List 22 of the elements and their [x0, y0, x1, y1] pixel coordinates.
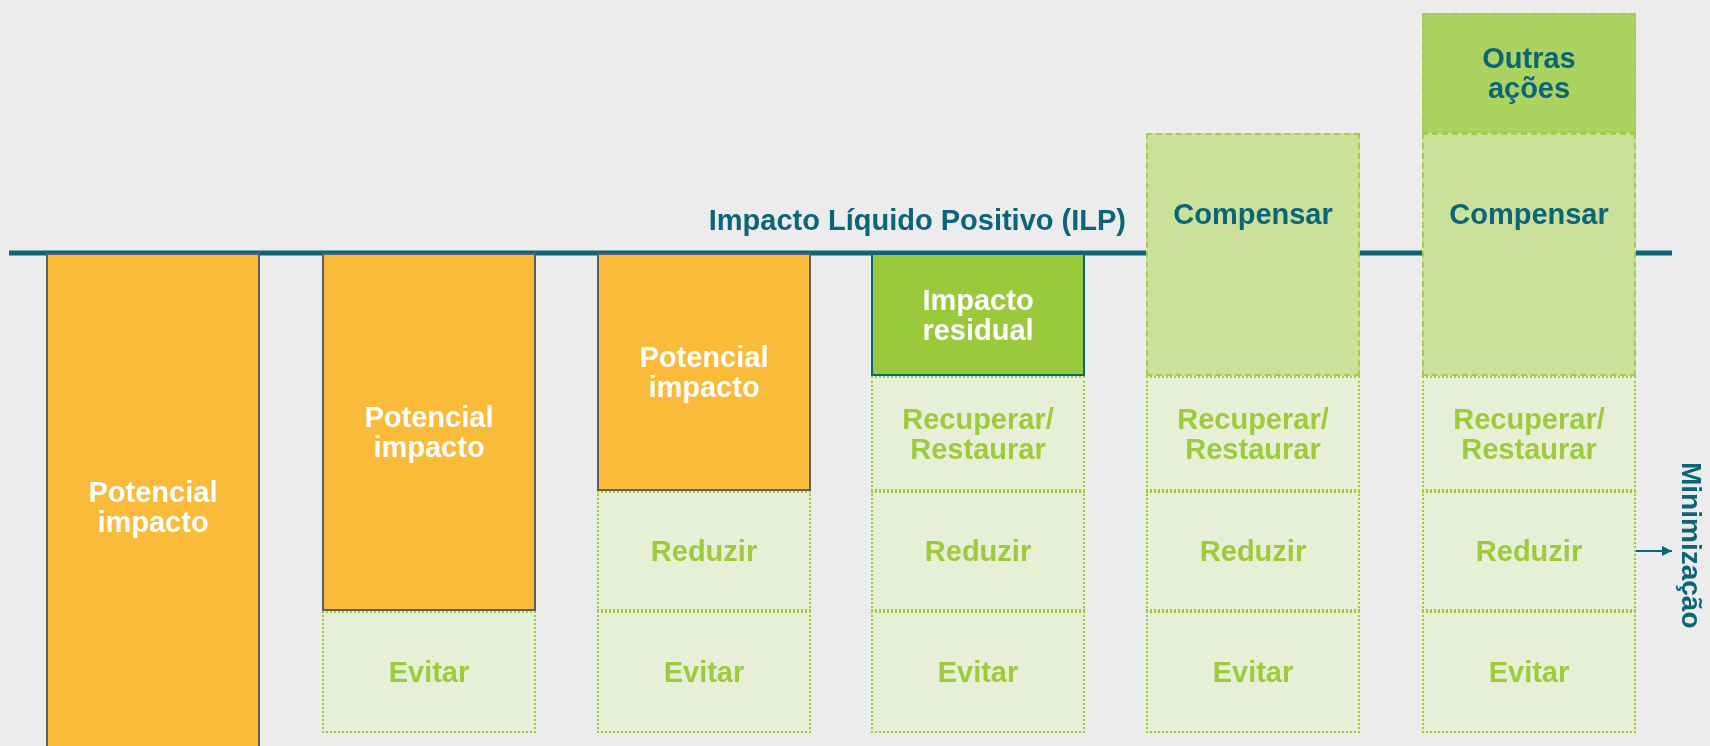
impact-bar: Potencial impacto — [597, 253, 811, 491]
other-actions-bar: Outras ações — [1422, 13, 1636, 133]
mitigation-step: Evitar — [871, 611, 1085, 733]
impact-bar: Potencial impacto — [46, 253, 260, 746]
mitigation-step: Recuperar/ Restaurar — [1422, 376, 1636, 491]
mitigation-step: Evitar — [322, 611, 536, 733]
mitigation-step: Recuperar/ Restaurar — [1146, 376, 1360, 491]
mitigation-step: Evitar — [1146, 611, 1360, 733]
mitigation-step: Evitar — [597, 611, 811, 733]
threshold-label: Impacto Líquido Positivo (ILP) — [707, 204, 1126, 237]
arrow — [1635, 546, 1673, 556]
mitigation-step: Reduzir — [597, 491, 811, 611]
axis-title: Minimização — [1674, 450, 1708, 640]
mitigation-step: Evitar — [1422, 611, 1636, 733]
offset-bar: Compensar — [1146, 133, 1360, 376]
mitigation-step: Reduzir — [1422, 491, 1636, 611]
mitigation-step: Recuperar/ Restaurar — [871, 376, 1085, 491]
offset-bar: Compensar — [1422, 133, 1636, 376]
mitigation-step: Reduzir — [1146, 491, 1360, 611]
impact-bar: Potencial impacto — [322, 253, 536, 611]
mitigation-step: Reduzir — [871, 491, 1085, 611]
residual-impact-bar: Impacto residual — [871, 253, 1085, 376]
